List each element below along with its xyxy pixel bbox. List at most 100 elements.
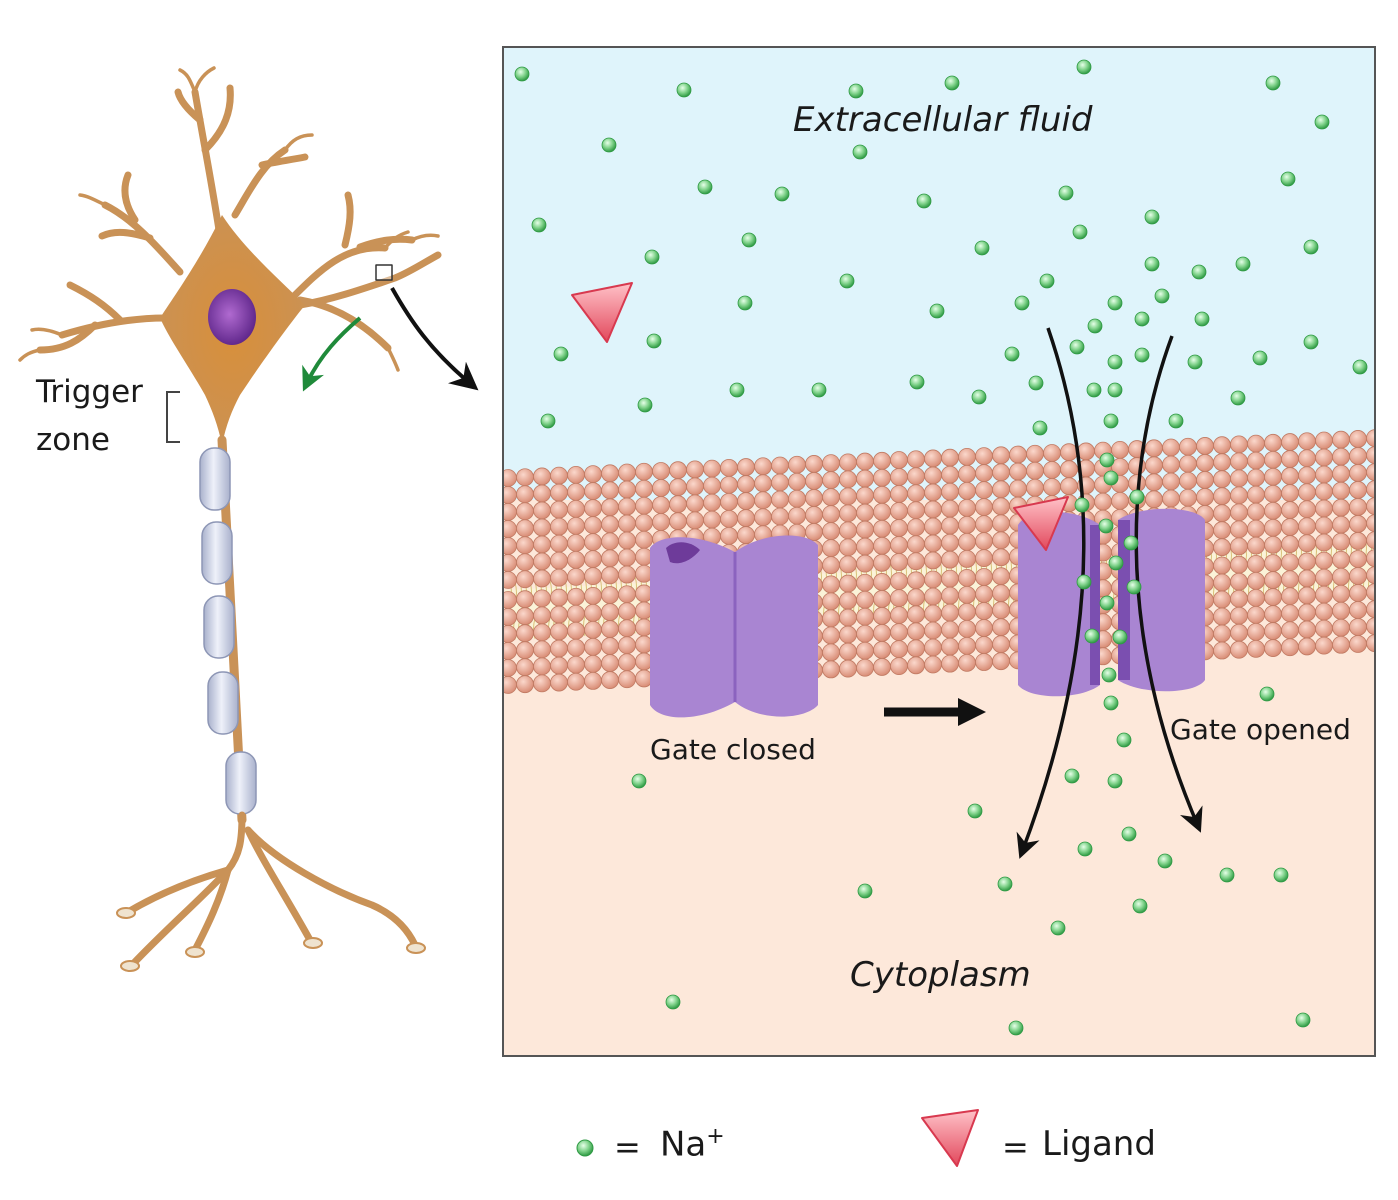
lipid-head [720, 526, 738, 545]
lipid-head [1264, 588, 1282, 606]
lipid-head [737, 509, 755, 527]
lipid-head [873, 607, 891, 625]
lipid-head [822, 471, 840, 490]
lipid-head [601, 566, 619, 585]
lipid-head [1332, 635, 1350, 654]
lipid-head [703, 493, 721, 512]
lipid-head [720, 492, 738, 511]
lipid-head [907, 535, 925, 554]
lipid-head [1264, 571, 1282, 589]
nucleus [208, 289, 256, 345]
lipid-head [1349, 635, 1367, 653]
lipid-head [907, 518, 925, 537]
lipid-head [992, 514, 1010, 533]
sodium-ion [1121, 826, 1137, 842]
sodium-ion [1107, 382, 1123, 398]
sodium-ion [774, 186, 790, 202]
sodium-ion [1168, 413, 1184, 429]
lipid-head [1366, 549, 1375, 568]
lipid-head [839, 538, 857, 557]
lipid-head [975, 532, 993, 551]
lipid-head [1230, 606, 1248, 625]
lipid-head [635, 564, 653, 583]
lipid-head [533, 606, 551, 625]
lipid-head [550, 551, 568, 570]
sodium-ion [1187, 354, 1203, 370]
lipid-head [958, 653, 976, 672]
lipid-head [1349, 481, 1367, 499]
lipid-head [1111, 491, 1129, 510]
lipid-head [1298, 586, 1316, 605]
sodium-ion [1259, 686, 1275, 702]
lipid-head [1009, 445, 1027, 464]
lipid-head [1298, 620, 1316, 639]
channel-opened [1018, 508, 1205, 697]
lipid-head [584, 620, 602, 639]
lipid-head [992, 480, 1010, 499]
lipid-head [975, 585, 993, 603]
myelin-sheaths [199, 447, 257, 815]
lipid-head [839, 574, 857, 593]
lipid-head [992, 635, 1010, 654]
lipid-head [550, 568, 568, 587]
lipid-head [686, 511, 704, 530]
dendrites [36, 84, 442, 354]
lipid-head [941, 448, 959, 467]
lipid-head [601, 515, 619, 534]
lipid-head [550, 517, 568, 536]
lipid-head [1230, 537, 1248, 556]
lipid-head [822, 575, 840, 594]
sodium-ion [676, 82, 692, 98]
trigger-zone-bracket [166, 391, 180, 443]
lipid-head [601, 549, 619, 568]
lipid-head [1247, 519, 1265, 538]
lipid-head [516, 536, 534, 555]
lipid-head [567, 465, 585, 484]
lipid-head [1264, 605, 1282, 623]
lipid-head [1247, 434, 1265, 453]
lipid-head [873, 451, 891, 470]
lipid-head [1213, 641, 1231, 660]
lipid-head [1281, 570, 1299, 589]
lipid-head [669, 478, 687, 497]
lipid-head [1332, 464, 1350, 483]
lipid-head [958, 532, 976, 551]
lipid-head [635, 601, 653, 620]
lipid-head [1264, 433, 1282, 452]
legend-na-equals: = [614, 1128, 641, 1166]
lipid-head [516, 607, 534, 626]
lipid-head [771, 456, 789, 475]
lipid-head [958, 636, 976, 655]
lipid-head [1298, 534, 1316, 553]
lipid-head [788, 472, 806, 491]
membrane-panel [503, 47, 1375, 1056]
lipid-head [788, 455, 806, 474]
lipid-head [1349, 515, 1367, 533]
lipid-head [873, 590, 891, 608]
sodium-ion [1194, 311, 1210, 327]
sodium-ion [553, 346, 569, 362]
lipid-head [1247, 639, 1265, 658]
panel-border [502, 46, 1376, 1057]
lipid-head [839, 591, 857, 610]
lipid-head [1213, 470, 1231, 489]
lipid-head [1332, 601, 1350, 620]
lipid-head [924, 587, 942, 606]
lipid-head [516, 641, 534, 660]
lipid-head [533, 674, 551, 693]
lipid-head [533, 467, 551, 486]
lipid-head [856, 469, 874, 488]
lipid-head [1315, 533, 1333, 552]
lipid-head [533, 657, 551, 676]
lipid-head [924, 534, 942, 553]
lipid-head [907, 552, 925, 571]
lipid-head [1196, 437, 1214, 455]
lipid-head [1349, 447, 1367, 465]
lipid-head [1060, 443, 1078, 462]
lipid-head [890, 640, 908, 659]
lipid-head [567, 587, 585, 606]
lipid-head [975, 515, 993, 534]
sodium-ion [944, 75, 960, 91]
lipid-head [839, 608, 857, 627]
sodium-ion [601, 137, 617, 153]
